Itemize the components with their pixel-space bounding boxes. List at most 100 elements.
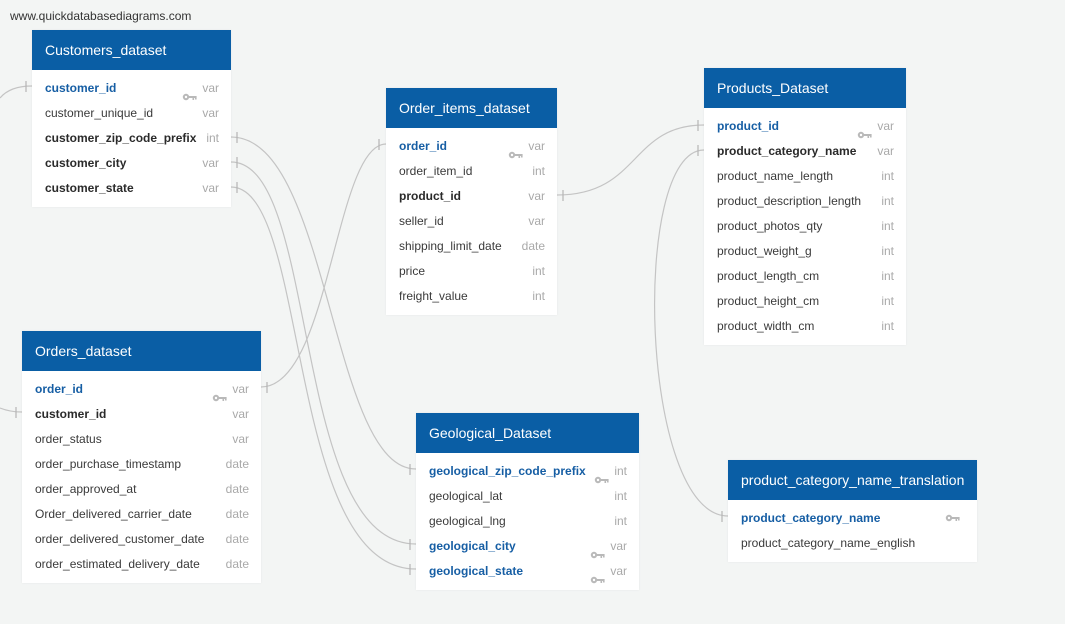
column-row[interactable]: Order_delivered_carrier_date date xyxy=(22,502,261,527)
column-row[interactable]: geological_lat int xyxy=(416,484,639,509)
column-type: var xyxy=(877,119,894,133)
table-geological-dataset[interactable]: Geological_Dataset geological_zip_code_p… xyxy=(416,413,639,590)
column-meta: int xyxy=(881,214,894,239)
column-name: geological_lat xyxy=(429,489,503,503)
column-row[interactable]: product_category_name_english xyxy=(728,531,977,556)
column-name: product_name_length xyxy=(717,169,834,183)
column-name: customer_state xyxy=(45,181,134,195)
column-name: product_category_name xyxy=(741,511,881,525)
table-header[interactable]: Customers_dataset xyxy=(32,30,231,70)
column-type: int xyxy=(881,319,894,333)
column-row[interactable]: customer_state var xyxy=(32,176,231,201)
column-name: order_status xyxy=(35,432,102,446)
column-type: var xyxy=(528,139,545,153)
column-name: Order_delivered_carrier_date xyxy=(35,507,192,521)
column-name: order_delivered_customer_date xyxy=(35,532,205,546)
column-name: product_id xyxy=(399,189,461,203)
column-type: int xyxy=(881,294,894,308)
table-header[interactable]: product_category_name_translation xyxy=(728,460,977,500)
column-type: var xyxy=(610,539,627,553)
column-meta: var xyxy=(528,184,545,209)
column-row[interactable]: order_item_id int xyxy=(386,159,557,184)
column-type: int xyxy=(614,464,627,478)
column-meta: date xyxy=(226,527,249,552)
link-customers-customer-id-offscreen xyxy=(0,85,33,99)
column-name: order_item_id xyxy=(399,164,473,178)
column-name: product_length_cm xyxy=(717,269,820,283)
table-header[interactable]: Geological_Dataset xyxy=(416,413,639,453)
column-row[interactable]: product_name_length int xyxy=(704,164,906,189)
link-orders-order-id-to-order-items xyxy=(260,143,387,388)
column-type: date xyxy=(225,532,249,546)
column-meta: int xyxy=(614,509,627,534)
column-name: shipping_limit_date xyxy=(399,239,502,253)
column-row[interactable]: product_height_cm int xyxy=(704,289,906,314)
column-type: var xyxy=(202,181,219,195)
column-type: int xyxy=(881,244,894,258)
column-type: int xyxy=(881,269,894,283)
column-name: order_approved_at xyxy=(35,482,137,496)
column-type: var xyxy=(202,81,219,95)
column-row[interactable]: customer_unique_id var xyxy=(32,101,231,126)
column-name: order_estimated_delivery_date xyxy=(35,557,200,571)
column-row[interactable]: order_delivered_customer_date date xyxy=(22,527,261,552)
column-meta: date xyxy=(226,552,249,577)
column-meta: var xyxy=(528,209,545,234)
column-type: int xyxy=(532,164,545,178)
table-header[interactable]: Order_items_dataset xyxy=(386,88,557,128)
column-type: int xyxy=(881,169,894,183)
column-meta: var xyxy=(202,101,219,126)
column-row[interactable]: product_id var xyxy=(386,184,557,209)
column-type: var xyxy=(528,189,545,203)
key-icon xyxy=(590,568,605,583)
table-product-category-name-translation[interactable]: product_category_name_translation produc… xyxy=(728,460,977,562)
column-row[interactable]: product_width_cm int xyxy=(704,314,906,339)
column-type: int xyxy=(881,194,894,208)
column-type: int xyxy=(614,489,627,503)
column-name: customer_city xyxy=(45,156,127,170)
column-name: order_id xyxy=(35,382,84,396)
table-header[interactable]: Products_Dataset xyxy=(704,68,906,108)
column-row[interactable]: customer_id var xyxy=(32,76,231,101)
column-name: customer_id xyxy=(45,81,117,95)
column-name: product_height_cm xyxy=(717,294,820,308)
column-row[interactable]: order_estimated_delivery_date date xyxy=(22,552,261,577)
table-header[interactable]: Orders_dataset xyxy=(22,331,261,371)
link-order-items-product-to-products xyxy=(556,124,705,196)
column-row[interactable]: product_length_cm int xyxy=(704,264,906,289)
column-name: product_width_cm xyxy=(717,319,815,333)
column-type: int xyxy=(206,131,219,145)
link-orders-customer-id-offscreen xyxy=(0,407,23,413)
column-row[interactable]: product_category_name xyxy=(728,506,977,531)
key-icon xyxy=(590,543,605,558)
column-meta: date xyxy=(226,502,249,527)
column-meta: int xyxy=(881,264,894,289)
column-name: customer_unique_id xyxy=(45,106,154,120)
